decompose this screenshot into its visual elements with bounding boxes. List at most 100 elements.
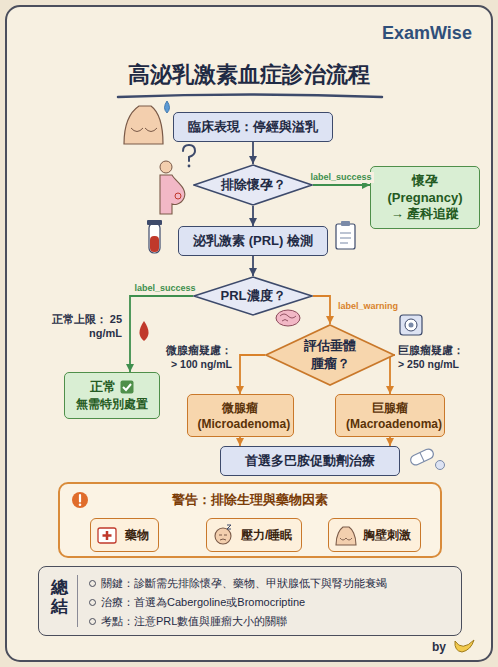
path-part bbox=[103, 531, 112, 540]
tumor-box: 微腺瘤 (Microadenoma) bbox=[187, 394, 294, 437]
torso-figure bbox=[124, 101, 170, 144]
rect-part bbox=[341, 221, 350, 226]
node-text: 正常 bbox=[75, 378, 149, 396]
summary-line: 考點：注意PRL數值與腫瘤大小的關聯 bbox=[89, 612, 453, 631]
node-text: 評估垂體腫瘤？ bbox=[302, 337, 358, 373]
path-part bbox=[420, 452, 424, 461]
pregnant-figure bbox=[160, 145, 195, 214]
node-text: 無需特別處置 bbox=[75, 396, 149, 413]
factor-icon bbox=[96, 523, 120, 547]
test-tube bbox=[147, 220, 162, 253]
rect-part bbox=[400, 315, 422, 335]
flow-arrow bbox=[252, 142, 254, 164]
circle-part bbox=[436, 461, 445, 470]
tumor-box: 巨腺瘤 (Macroadenoma) bbox=[335, 394, 445, 437]
result-box: 懷孕 (Pregnancy) → 產科追蹤 bbox=[370, 166, 480, 229]
circle-part bbox=[175, 193, 181, 199]
rect-part bbox=[336, 224, 355, 249]
process-box: 臨床表現：停經與溢乳 bbox=[173, 112, 333, 142]
flow-arrow bbox=[240, 355, 265, 394]
threshold-note: 正常上限： 25 ng/mL bbox=[48, 312, 122, 341]
path-part bbox=[336, 527, 356, 545]
flow-arrow bbox=[239, 437, 241, 446]
diamond-shape bbox=[194, 165, 312, 205]
clipboard bbox=[336, 221, 355, 249]
warning-bar bbox=[79, 495, 81, 502]
rect-part bbox=[149, 223, 160, 253]
circle-part bbox=[405, 319, 417, 331]
node-text: 壓力/睡眠 bbox=[241, 527, 292, 544]
blood-drop bbox=[140, 321, 149, 341]
flow-arrow bbox=[313, 184, 370, 186]
check-icon bbox=[120, 380, 134, 394]
decision-diamond: 評估垂體腫瘤？ bbox=[265, 324, 395, 386]
summary-heading: 總結 bbox=[51, 579, 68, 616]
node-text: 泌乳激素 (PRL) 檢測 bbox=[189, 232, 317, 250]
edge-label: label_success bbox=[133, 283, 198, 294]
flow-arrow bbox=[252, 206, 254, 226]
brain-icon bbox=[276, 310, 300, 326]
mri-icon bbox=[400, 315, 422, 335]
divider-line bbox=[77, 575, 78, 627]
path-part bbox=[183, 145, 195, 161]
factor-box: 藥物 bbox=[90, 518, 159, 552]
result-box: 正常無需特別處置 bbox=[64, 372, 160, 419]
check-box bbox=[121, 381, 134, 394]
factor-box: 胸壁刺激 bbox=[328, 518, 421, 552]
node-text: 微腺瘤 (Microadenoma) bbox=[198, 400, 283, 431]
summary-line: 關鍵：診斷需先排除懷孕、藥物、甲狀腺低下與腎功能衰竭 bbox=[89, 574, 453, 593]
path-part bbox=[160, 175, 185, 214]
decision-diamond: PRL濃度？ bbox=[193, 276, 313, 316]
node-text: 警告：排除生理與藥物因素 bbox=[172, 491, 328, 509]
node-text: 懷孕 (Pregnancy) → 產科追蹤 bbox=[381, 172, 469, 223]
warning-dot bbox=[79, 504, 82, 507]
rect-part bbox=[147, 220, 162, 225]
summary-box: 總結 關鍵：診斷需先排除懷孕、藥物、甲狀腺低下與腎功能衰竭治療：首選為Caberg… bbox=[38, 566, 462, 636]
decision-diamond: 排除懷孕？ bbox=[193, 164, 313, 206]
circle-part bbox=[160, 161, 172, 173]
node-text: 首選多巴胺促動劑治療 bbox=[231, 452, 389, 470]
diamond-shape bbox=[194, 277, 312, 315]
credit: by bbox=[432, 640, 446, 656]
process-box: 泌乳激素 (PRL) 檢測 bbox=[178, 226, 328, 256]
path-part bbox=[280, 314, 296, 321]
circle-part bbox=[188, 165, 191, 168]
edge-label: label_warning bbox=[336, 301, 400, 312]
rect-part bbox=[409, 447, 435, 466]
edge-label: label_success bbox=[309, 172, 374, 183]
circle-part bbox=[409, 323, 414, 328]
factor-icon bbox=[212, 523, 236, 547]
path-part bbox=[124, 106, 163, 144]
warning-icon bbox=[71, 491, 89, 509]
flow-arrow bbox=[390, 355, 395, 394]
banana-icon bbox=[455, 640, 474, 652]
flow-arrow bbox=[313, 296, 330, 324]
rect-part bbox=[150, 236, 159, 252]
path-part bbox=[165, 101, 170, 113]
pills-icon bbox=[409, 447, 444, 469]
title-underline bbox=[118, 95, 382, 98]
factor-box: 壓力/睡眠 bbox=[206, 518, 302, 552]
path-part bbox=[131, 128, 157, 132]
warning-circle bbox=[72, 492, 88, 508]
node-text: 臨床表現：停經與溢乳 bbox=[184, 118, 322, 136]
diamond-shape bbox=[266, 325, 394, 385]
node-text: 藥物 bbox=[125, 527, 149, 544]
ellipse-part bbox=[276, 310, 300, 326]
threshold-note: 巨腺瘤疑慮： > 250 ng/mL bbox=[398, 344, 466, 371]
node-text: PRL濃度？ bbox=[221, 287, 286, 305]
diamond-outline bbox=[265, 324, 395, 386]
path-part bbox=[219, 535, 227, 540]
frame bbox=[6, 6, 492, 661]
node-text: 胸壁刺激 bbox=[363, 527, 411, 544]
warning-panel: 藥物 壓力/睡眠 胸壁刺激 警告：排除生理與藥物因素 bbox=[58, 482, 442, 558]
rect-part bbox=[98, 528, 116, 543]
brand-name: ExamWise bbox=[382, 22, 472, 45]
factor-icon bbox=[334, 523, 358, 547]
summary-line: 治療：首選為Cabergoline或Bromocriptine bbox=[89, 593, 453, 612]
flow-arrow bbox=[389, 437, 391, 446]
path-part bbox=[227, 525, 231, 529]
circle-part bbox=[215, 528, 231, 544]
threshold-note: 微腺瘤疑慮： > 100 ng/mL bbox=[164, 344, 232, 371]
